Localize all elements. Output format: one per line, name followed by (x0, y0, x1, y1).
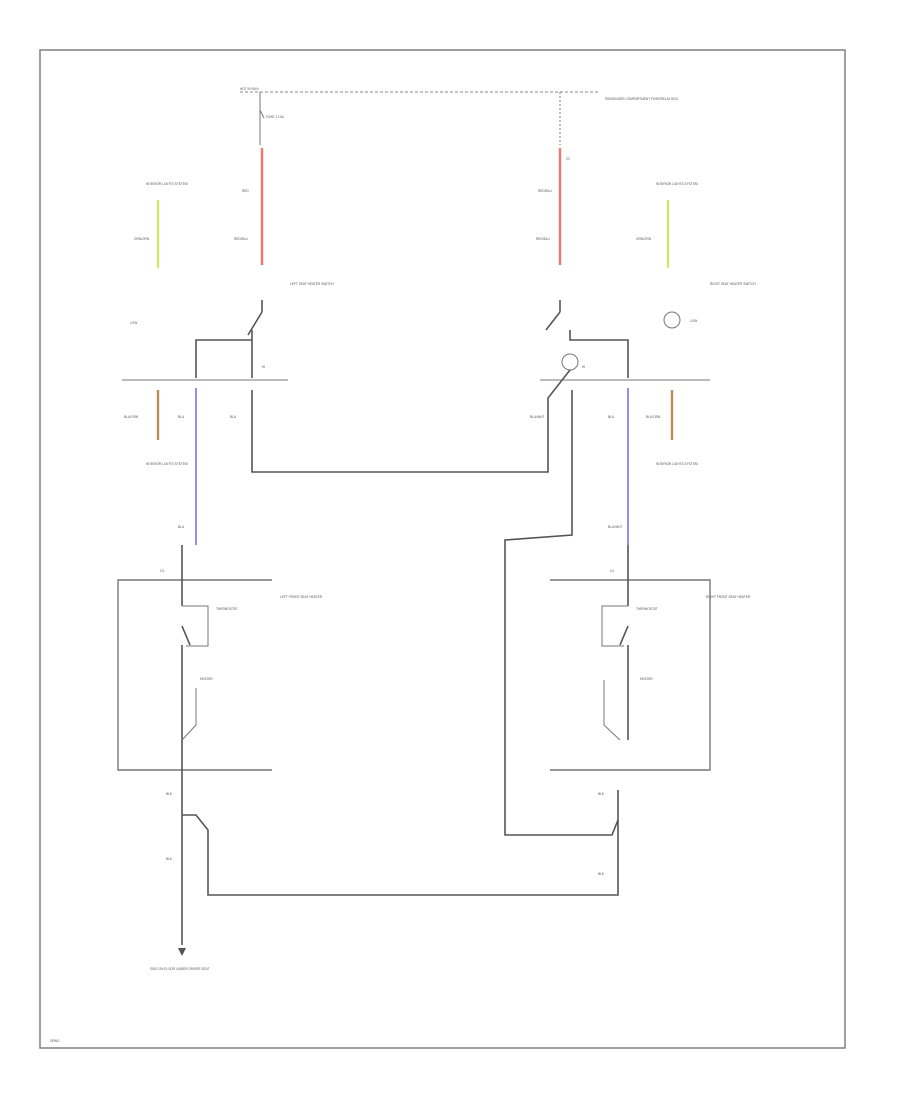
left-hi-wire-label: BLU (230, 415, 237, 419)
left-hi-label: HI (262, 365, 265, 369)
top-right-note: PASSENGER COMPARTMENT FUSE/RELAY BOX (605, 97, 679, 101)
right-lower-wire-label: BLU/ORN (646, 415, 661, 419)
right-conn-lower: C4 (610, 569, 614, 573)
left-bottom-wire-label: BLK (166, 792, 173, 796)
right-hi-wire-label: BLU/WHT (530, 415, 544, 419)
right-thermostat-blade (619, 625, 629, 646)
right-feed-wire (504, 390, 619, 836)
right-switch-led-icon (561, 353, 579, 371)
left-lighting-wire-label: GRN/ORN (134, 237, 150, 241)
left-conn-lower: C3 (160, 569, 164, 573)
right-red-label-1: RED/BLU (538, 189, 553, 193)
right-switch-name: RIGHT SEAT HEATER SWITCH (710, 282, 757, 286)
left-led-label: LOW (130, 321, 137, 325)
right-switch-lo-leg (569, 330, 629, 378)
left-lower-heading: INTERIOR LIGHTS SYSTEM (146, 462, 188, 466)
right-heater-label: HEATER (640, 677, 653, 681)
right-heater-element (603, 680, 621, 741)
ground-label: G501 ON FLOOR UNDER DRIVER SEAT (150, 967, 210, 971)
left-red-label-2: RED/BLU (234, 237, 249, 241)
left-switch-name: LEFT SEAT HEATER SWITCH (290, 282, 334, 286)
left-thermostat-blade (181, 625, 191, 646)
left-seat-heater-box (117, 579, 272, 771)
right-hi-label: HI (582, 365, 585, 369)
right-seat-heater-box (550, 579, 711, 771)
left-lighting-heading: INTERIOR LIGHTS SYSTEM (146, 182, 188, 186)
left-bottom-wire-label-2: BLK (166, 857, 173, 861)
right-lower-heading: INTERIOR LIGHTS SYSTEM (656, 462, 698, 466)
right-thermostat-frame (601, 605, 628, 647)
left-red-label-1: RED (242, 189, 249, 193)
right-conn-top: C2 (566, 157, 570, 161)
left-switch-blade (247, 311, 263, 336)
footer-code: ORNG (50, 1039, 60, 1043)
ground-icon (178, 948, 186, 956)
left-blu-label-2: BLU (178, 525, 185, 529)
left-blu-label: BLU (178, 415, 185, 419)
left-thermostat-frame (182, 605, 209, 647)
left-switch-lo-leg (195, 339, 252, 378)
left-heater-label: HEATER (200, 677, 213, 681)
left-heater-element (181, 688, 197, 741)
top-fuse-label: FUSE 1 10A (266, 115, 285, 119)
left-thermostat-label: THERMOSTAT (216, 607, 238, 611)
left-seat-name: LEFT FRONT SEAT HEATER (280, 595, 323, 599)
right-bottom-wire-label-2: BLK (598, 872, 605, 876)
right-led-icon (663, 311, 681, 329)
hi-crossover-wire (251, 369, 571, 473)
right-thermostat-label: THERMOSTAT (636, 607, 658, 611)
right-switch-blade (545, 311, 561, 331)
right-lighting-heading: INTERIOR LIGHTS SYSTEM (656, 182, 698, 186)
fuse-symbol (259, 109, 265, 119)
right-red-label-2: RED/BLU (536, 237, 551, 241)
diagram-frame (39, 49, 846, 1049)
top-power-label: HOT IN RUN (240, 87, 259, 91)
right-led-label: LOW (690, 319, 697, 323)
right-lighting-wire-label: GRN/ORN (636, 237, 652, 241)
right-bottom-wire-label: BLK (598, 792, 605, 796)
right-blu-label-2: BLU/WHT (608, 525, 622, 529)
right-seat-name: RIGHT FRONT SEAT HEATER (706, 595, 751, 599)
right-blu-label: BLU (608, 415, 615, 419)
left-lower-wire-label: BLU/ORN (124, 415, 139, 419)
bottom-crossover-wire (182, 814, 619, 896)
